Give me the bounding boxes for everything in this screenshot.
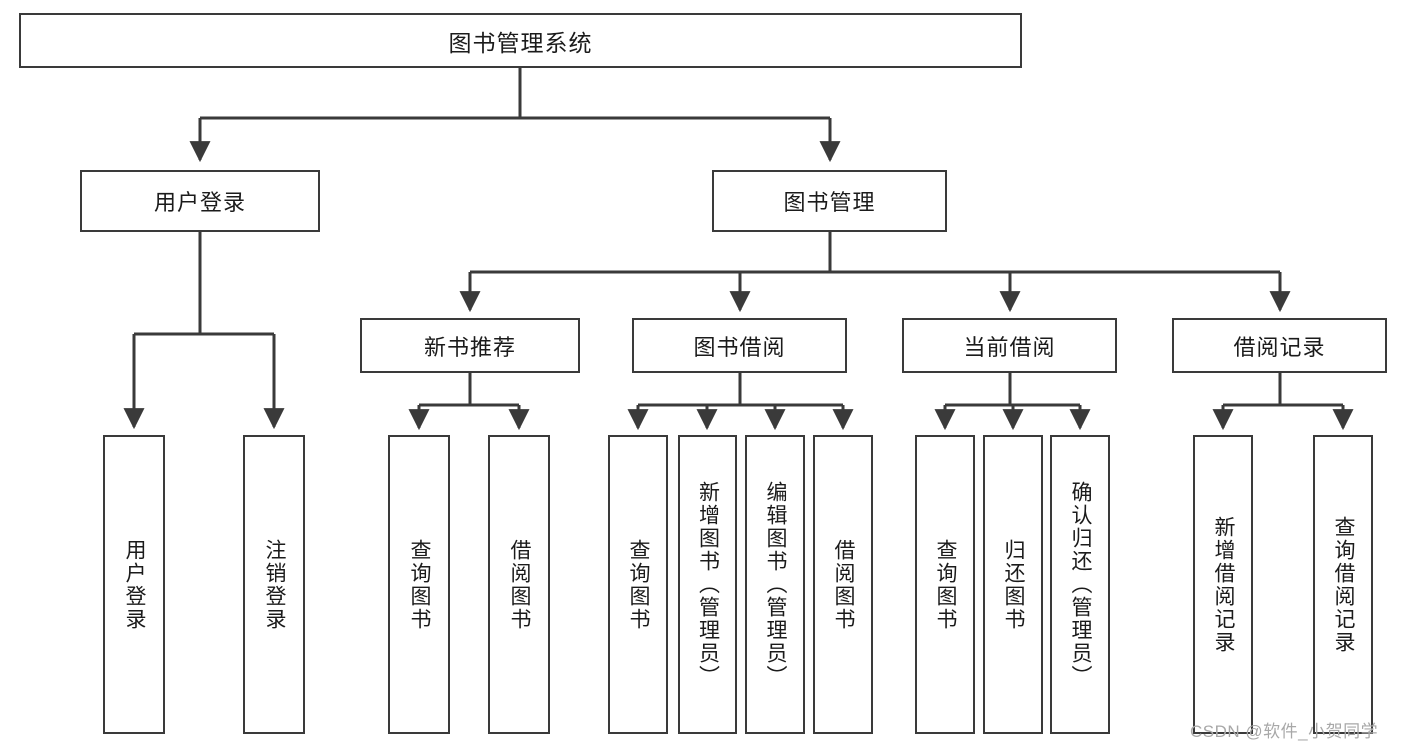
- node-label: 新增借阅记录: [1212, 515, 1236, 654]
- node-book-management[interactable]: 图书管理: [712, 170, 947, 232]
- node-label: 查询借阅记录: [1332, 515, 1356, 654]
- node-leaf-query-borrow-record[interactable]: 查询借阅记录: [1313, 435, 1373, 734]
- node-user-login[interactable]: 用户登录: [80, 170, 320, 232]
- node-label: 借阅图书: [832, 538, 856, 631]
- node-borrow-record[interactable]: 借阅记录: [1172, 318, 1387, 373]
- node-label: 编辑图书（管理员）: [764, 481, 788, 688]
- node-leaf-add-borrow-record[interactable]: 新增借阅记录: [1193, 435, 1253, 734]
- node-leaf-confirm-return-admin[interactable]: 确认归还（管理员）: [1050, 435, 1110, 734]
- node-leaf-query-book-2[interactable]: 查询图书: [608, 435, 668, 734]
- node-label: 确认归还（管理员）: [1069, 481, 1093, 688]
- node-label: 查询图书: [408, 538, 432, 631]
- csdn-watermark: CSDN @软件_小贺同学: [1190, 722, 1379, 741]
- node-leaf-add-book-admin[interactable]: 新增图书（管理员）: [678, 435, 737, 734]
- node-label: 新书推荐: [423, 334, 516, 360]
- node-current-borrow[interactable]: 当前借阅: [902, 318, 1117, 373]
- node-leaf-return-book[interactable]: 归还图书: [983, 435, 1043, 734]
- node-book-management-system[interactable]: 图书管理系统: [19, 13, 1022, 68]
- node-leaf-query-book-3[interactable]: 查询图书: [915, 435, 975, 734]
- node-label: 查询图书: [934, 538, 958, 631]
- node-label: 图书借阅: [693, 334, 786, 360]
- node-label: 当前借阅: [963, 334, 1056, 360]
- node-leaf-borrow-book-1[interactable]: 借阅图书: [488, 435, 550, 734]
- node-book-borrow[interactable]: 图书借阅: [632, 318, 847, 373]
- node-leaf-borrow-book-2[interactable]: 借阅图书: [813, 435, 873, 734]
- node-label: 归还图书: [1002, 538, 1026, 631]
- node-new-book-recommend[interactable]: 新书推荐: [360, 318, 580, 373]
- node-leaf-edit-book-admin[interactable]: 编辑图书（管理员）: [745, 435, 805, 734]
- node-label: 图书管理: [783, 190, 876, 215]
- node-leaf-query-book-1[interactable]: 查询图书: [388, 435, 450, 734]
- node-leaf-user-logout[interactable]: 注销登录: [243, 435, 305, 734]
- node-label: 注销登录: [263, 538, 287, 631]
- node-label: 借阅记录: [1233, 334, 1326, 360]
- node-label: 查询图书: [627, 538, 651, 631]
- node-label: 用户登录: [153, 190, 246, 215]
- node-label: 借阅图书: [508, 538, 532, 631]
- node-label: 用户登录: [123, 538, 147, 631]
- node-label: 新增图书（管理员）: [696, 481, 720, 688]
- node-leaf-user-login[interactable]: 用户登录: [103, 435, 165, 734]
- node-label: 图书管理系统: [448, 29, 593, 56]
